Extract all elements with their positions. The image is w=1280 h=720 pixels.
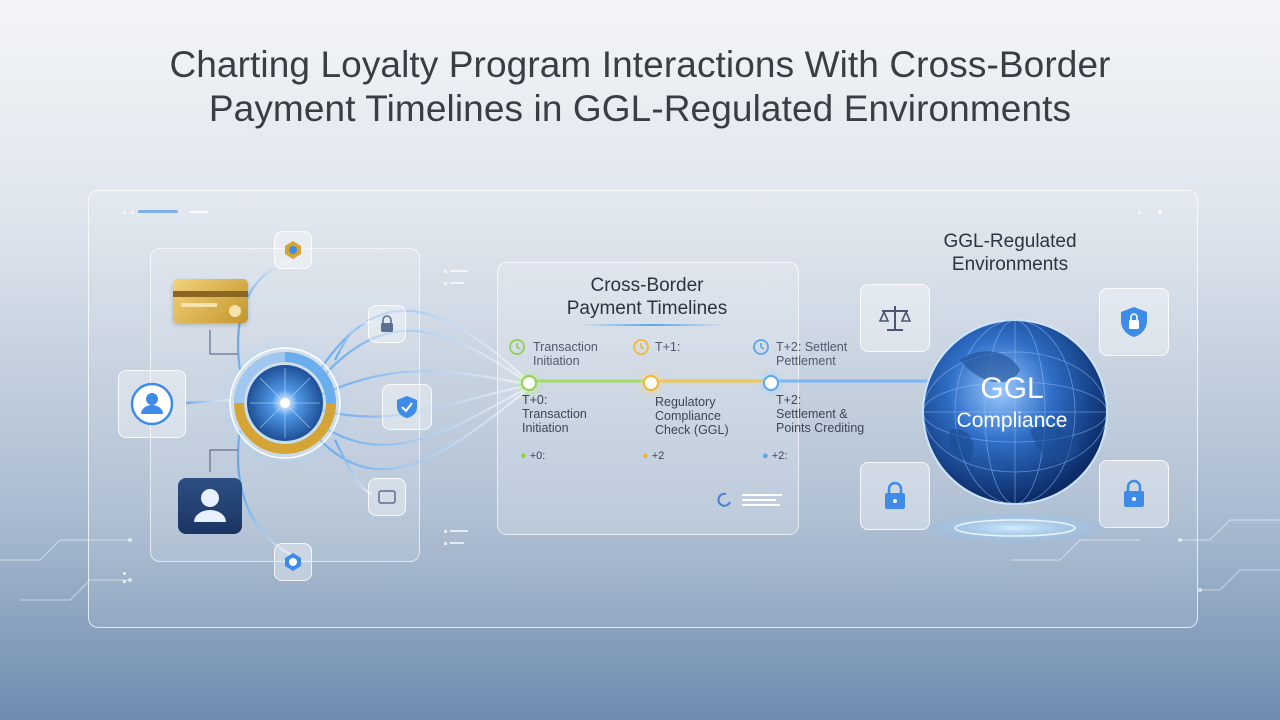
stage-3-top-line-2: Pettlement [776, 354, 836, 368]
timeline-settings-widget[interactable] [716, 490, 786, 510]
stage-1-detail: T+0: Transaction Initiation [522, 393, 587, 435]
stage-3-label: T+2: [776, 393, 802, 407]
badge-icon [285, 241, 301, 259]
stage-1-detail-line-1: Transaction [522, 407, 587, 421]
lock-icon [381, 315, 393, 332]
badge-icon [285, 553, 301, 571]
shield-icon [397, 396, 417, 418]
page-title-line-1: Charting Loyalty Program Interactions Wi… [169, 44, 1111, 85]
regulated-heading: GGL-Regulated Environments [890, 230, 1130, 276]
stage-2-footer-text: +2 [651, 450, 665, 462]
stage-3-top-text: T+2: Settlent Pettlement [776, 340, 847, 368]
lock-tile-left[interactable] [368, 305, 406, 343]
clock-icon [633, 339, 649, 355]
globe-title: GGL [980, 372, 1044, 405]
badge-tile-bottom[interactable] [274, 543, 312, 581]
loyalty-hub-wheel [229, 347, 341, 459]
page-title-line-2: Payment Timelines in GGL-Regulated Envir… [208, 88, 1072, 129]
timeline-heading: Cross-Border Payment Timelines [517, 274, 777, 320]
stage-2-detail-line-3: Check (GGL) [655, 423, 729, 437]
timeline-heading-line-2: Payment Timelines [566, 298, 728, 319]
stage-3-detail-line-1: Settlement & [776, 407, 848, 421]
stage-1-footer: ● +0: [520, 450, 546, 462]
lock-icon [1124, 479, 1144, 507]
frame-tile-left[interactable] [368, 478, 406, 516]
stage-2-footer: ● +2 [642, 450, 665, 462]
timeline-heading-underline [578, 324, 726, 326]
globe-icon [920, 319, 1110, 544]
stage-1-top-text: Transaction Initiation [533, 340, 598, 368]
screen-icon [378, 490, 396, 504]
stage-3-node[interactable] [763, 375, 779, 391]
credit-card[interactable] [173, 279, 248, 323]
stage-3-top-line-1: T+2: Settlent [776, 340, 848, 354]
timeline-panel [497, 262, 799, 535]
stage-2-top-line-1: T+1: [655, 340, 681, 354]
regulation-tile[interactable] [860, 284, 930, 352]
stage-1-footer-text: +0: [529, 450, 546, 462]
stage-2-detail-line-2: Compliance [655, 409, 722, 423]
stage-2-top-text: T+1: [655, 340, 680, 354]
globe-subtitle: Compliance [956, 409, 1068, 432]
regulated-heading-line-1: GGL-Regulated [943, 231, 1077, 252]
lock-tile-right-1[interactable] [860, 462, 930, 530]
timeline-heading-line-1: Cross-Border [590, 275, 704, 296]
user-icon [194, 489, 226, 522]
stage-3-footer: ● +2: [762, 450, 788, 462]
clock-icon [509, 339, 525, 355]
shield-tile-left[interactable] [382, 384, 432, 430]
member-tile[interactable] [178, 478, 242, 534]
shield-lock-tile[interactable] [1099, 288, 1169, 356]
scales-icon [878, 306, 912, 331]
stage-1-label: T+0: [522, 393, 548, 407]
stage-1-node[interactable] [521, 375, 537, 391]
clock-icon [753, 339, 769, 355]
stage-2-detail-line-1: Regulatory [655, 395, 716, 409]
stage-3-detail-line-2: Points Crediting [776, 421, 865, 435]
stage-1-top-line-2: Initiation [533, 354, 580, 368]
lock-tile-right-2[interactable] [1099, 460, 1169, 528]
shield-icon [1121, 307, 1147, 337]
customer-tile[interactable] [118, 370, 186, 438]
credit-card-icon [173, 291, 248, 317]
stage-1-detail-line-2: Initiation [522, 421, 569, 435]
stage-3-detail: T+2: Settlement & Points Crediting [776, 393, 864, 435]
regulated-heading-line-2: Environments [951, 254, 1069, 275]
stage-2-detail: Regulatory Compliance Check (GGL) [655, 395, 729, 437]
stage-3-footer-text: +2: [771, 450, 788, 462]
badge-tile-top[interactable] [274, 231, 312, 269]
stage-1-top-line-1: Transaction [533, 340, 598, 354]
user-icon [130, 382, 174, 426]
stage-2-node[interactable] [643, 375, 659, 391]
lock-icon [885, 481, 905, 509]
